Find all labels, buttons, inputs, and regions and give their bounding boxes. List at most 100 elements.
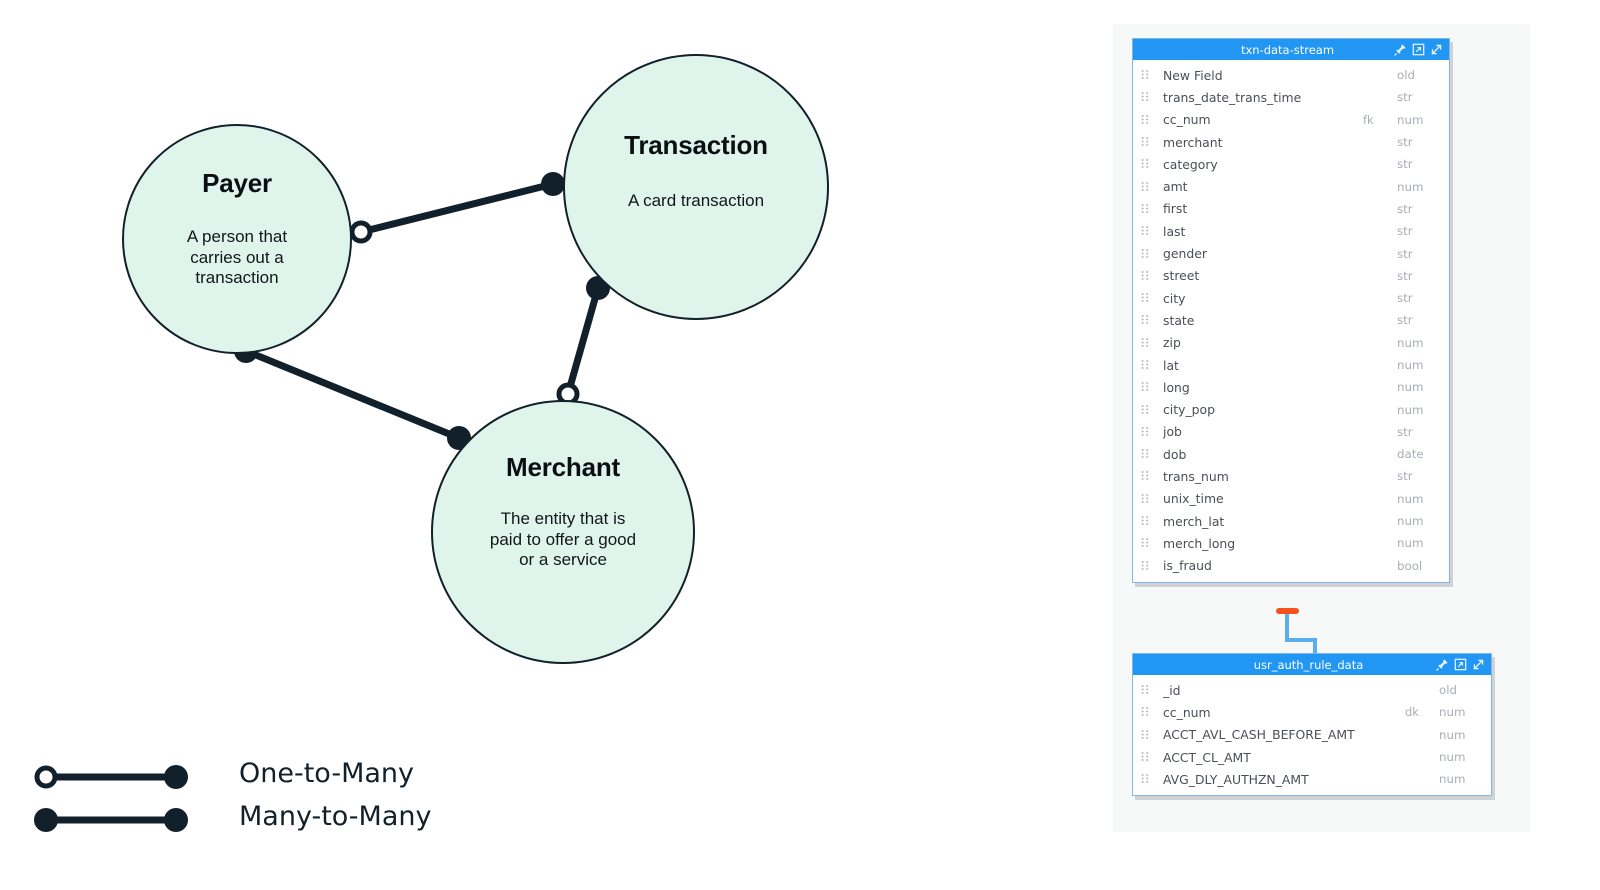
drag-handle-icon[interactable] — [1141, 114, 1150, 126]
field-type: num — [1397, 402, 1424, 417]
drag-handle-icon[interactable] — [1141, 381, 1150, 393]
field-type: num — [1439, 727, 1466, 742]
entity-description: The entity that is paid to offer a good … — [489, 509, 637, 570]
field-name: category — [1163, 156, 1218, 172]
relationship-payer-transaction[interactable] — [349, 172, 565, 244]
pin-icon[interactable] — [1436, 658, 1449, 671]
external-link-icon[interactable] — [1412, 43, 1425, 56]
drag-handle-icon[interactable] — [1141, 314, 1150, 326]
field-name: is_fraud — [1163, 558, 1212, 574]
drag-handle-icon[interactable] — [1141, 470, 1150, 482]
table-title: usr_auth_rule_data — [1253, 657, 1364, 672]
drag-handle-icon[interactable] — [1141, 203, 1150, 215]
drag-handle-icon[interactable] — [1141, 426, 1150, 438]
field-type: num — [1397, 514, 1424, 529]
drag-handle-icon[interactable] — [1141, 337, 1150, 349]
table-header-icons — [1394, 43, 1449, 56]
field-name: AVG_DLY_AUTHZN_AMT — [1163, 771, 1309, 787]
field-type: num — [1397, 380, 1424, 395]
field-name: trans_date_trans_time — [1163, 89, 1302, 105]
drag-handle-icon[interactable] — [1141, 751, 1150, 763]
table-header[interactable]: txn-data-stream — [1133, 39, 1449, 60]
entity-node-transaction[interactable]: Transaction A card transaction — [563, 54, 829, 320]
table-title: txn-data-stream — [1240, 42, 1335, 57]
drag-handle-icon[interactable] — [1141, 292, 1150, 304]
drag-handle-icon[interactable] — [1141, 404, 1150, 416]
entity-description: A person that carries out a transaction — [186, 227, 288, 288]
field-type: old — [1397, 68, 1415, 83]
drag-handle-icon[interactable] — [1141, 729, 1150, 741]
drag-handle-icon[interactable] — [1141, 91, 1150, 103]
field-type: str — [1397, 224, 1413, 239]
drag-handle-icon[interactable] — [1141, 493, 1150, 505]
drag-handle-icon[interactable] — [1141, 136, 1150, 148]
external-link-icon[interactable] — [1454, 658, 1467, 671]
field-name: cc_num — [1163, 112, 1211, 128]
drag-handle-icon[interactable] — [1141, 684, 1150, 696]
expand-icon[interactable] — [1430, 43, 1443, 56]
field-name: merchant — [1163, 134, 1223, 150]
entity-node-merchant[interactable]: Merchant The entity that is paid to offe… — [431, 400, 695, 664]
drag-handle-icon[interactable] — [1141, 560, 1150, 572]
drag-handle-icon[interactable] — [1141, 270, 1150, 282]
drag-handle-icon[interactable] — [1141, 359, 1150, 371]
relationship-transaction-merchant[interactable] — [556, 276, 610, 406]
table-header[interactable]: usr_auth_rule_data — [1133, 654, 1491, 675]
drag-handle-icon[interactable] — [1141, 225, 1150, 237]
field-name: ACCT_CL_AMT — [1163, 749, 1251, 765]
drag-handle-icon[interactable] — [1141, 773, 1150, 785]
relationship-payer-merchant[interactable] — [234, 339, 471, 450]
drag-handle-icon[interactable] — [1141, 706, 1150, 718]
entity-node-payer[interactable]: Payer A person that carries out a transa… — [122, 124, 352, 354]
field-type: num — [1397, 358, 1424, 372]
pin-icon[interactable] — [1394, 43, 1407, 56]
entity-title: Merchant — [506, 452, 620, 482]
drag-handle-icon[interactable] — [1141, 158, 1150, 170]
drag-handle-icon[interactable] — [1141, 537, 1150, 549]
expand-icon[interactable] — [1472, 658, 1485, 671]
field-type: num — [1397, 491, 1424, 506]
drag-handle-icon[interactable] — [1141, 181, 1150, 193]
legend-label: Many-to-Many — [239, 801, 432, 832]
er-diagram-canvas[interactable]: Payer A person that carries out a transa… — [0, 0, 1100, 890]
drag-handle-icon[interactable] — [1141, 69, 1150, 81]
drag-handle-icon[interactable] — [1141, 515, 1150, 527]
field-name: state — [1163, 312, 1195, 328]
field-name: street — [1163, 268, 1200, 284]
drag-handle-icon[interactable] — [1141, 448, 1150, 460]
drag-handle-icon[interactable] — [1141, 248, 1150, 260]
